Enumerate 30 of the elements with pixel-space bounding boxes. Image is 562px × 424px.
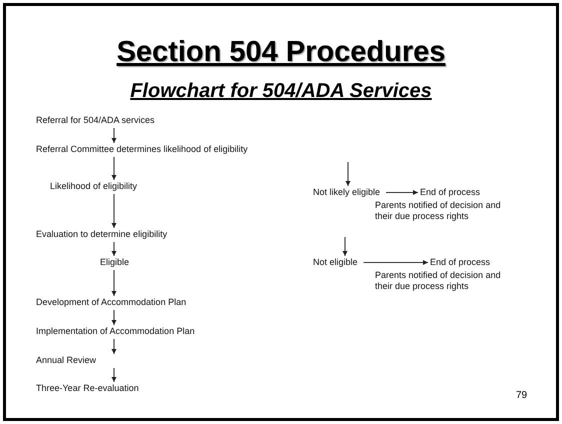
step-text: Annual Review bbox=[36, 355, 96, 366]
step-text: Not eligible bbox=[313, 257, 358, 268]
arrow bbox=[112, 242, 116, 256]
arrow bbox=[112, 310, 116, 326]
step-text: Development of Accommodation Plan bbox=[36, 297, 186, 308]
note-text: Parents notified of decision and their due process rights bbox=[375, 200, 502, 222]
step-text: Eligible bbox=[100, 257, 130, 268]
step-text: Implementation of Accommodation Plan bbox=[36, 326, 195, 337]
arrow bbox=[112, 156, 116, 180]
subtitle: Flowchart for 504/ADA Services bbox=[130, 80, 432, 102]
step-text: End of process bbox=[420, 187, 480, 198]
arrow bbox=[346, 162, 350, 186]
arrow bbox=[386, 190, 418, 195]
title: Section 504 Procedures bbox=[116, 36, 446, 68]
step-text: Referral Committee determines likelihood of eligibility bbox=[36, 144, 248, 155]
arrow bbox=[112, 338, 116, 354]
arrow bbox=[112, 194, 116, 228]
arrow bbox=[112, 128, 116, 144]
page-number: 79 bbox=[516, 390, 528, 401]
step-text: End of process bbox=[430, 257, 490, 268]
arrow bbox=[342, 236, 348, 256]
arrow bbox=[112, 270, 116, 296]
note-text: Parents notified of decision and their due process rights bbox=[375, 270, 502, 292]
step-text: Evaluation to determine eligibility bbox=[36, 229, 168, 240]
arrow bbox=[112, 368, 116, 382]
arrow bbox=[363, 260, 428, 265]
step-text: Referral for 504/ADA services bbox=[36, 115, 155, 126]
step-text: Three-Year Re-evaluation bbox=[36, 383, 139, 394]
step-text: Likelihood of eligibility bbox=[50, 181, 138, 192]
step-text: Not likely eligible bbox=[313, 187, 380, 198]
